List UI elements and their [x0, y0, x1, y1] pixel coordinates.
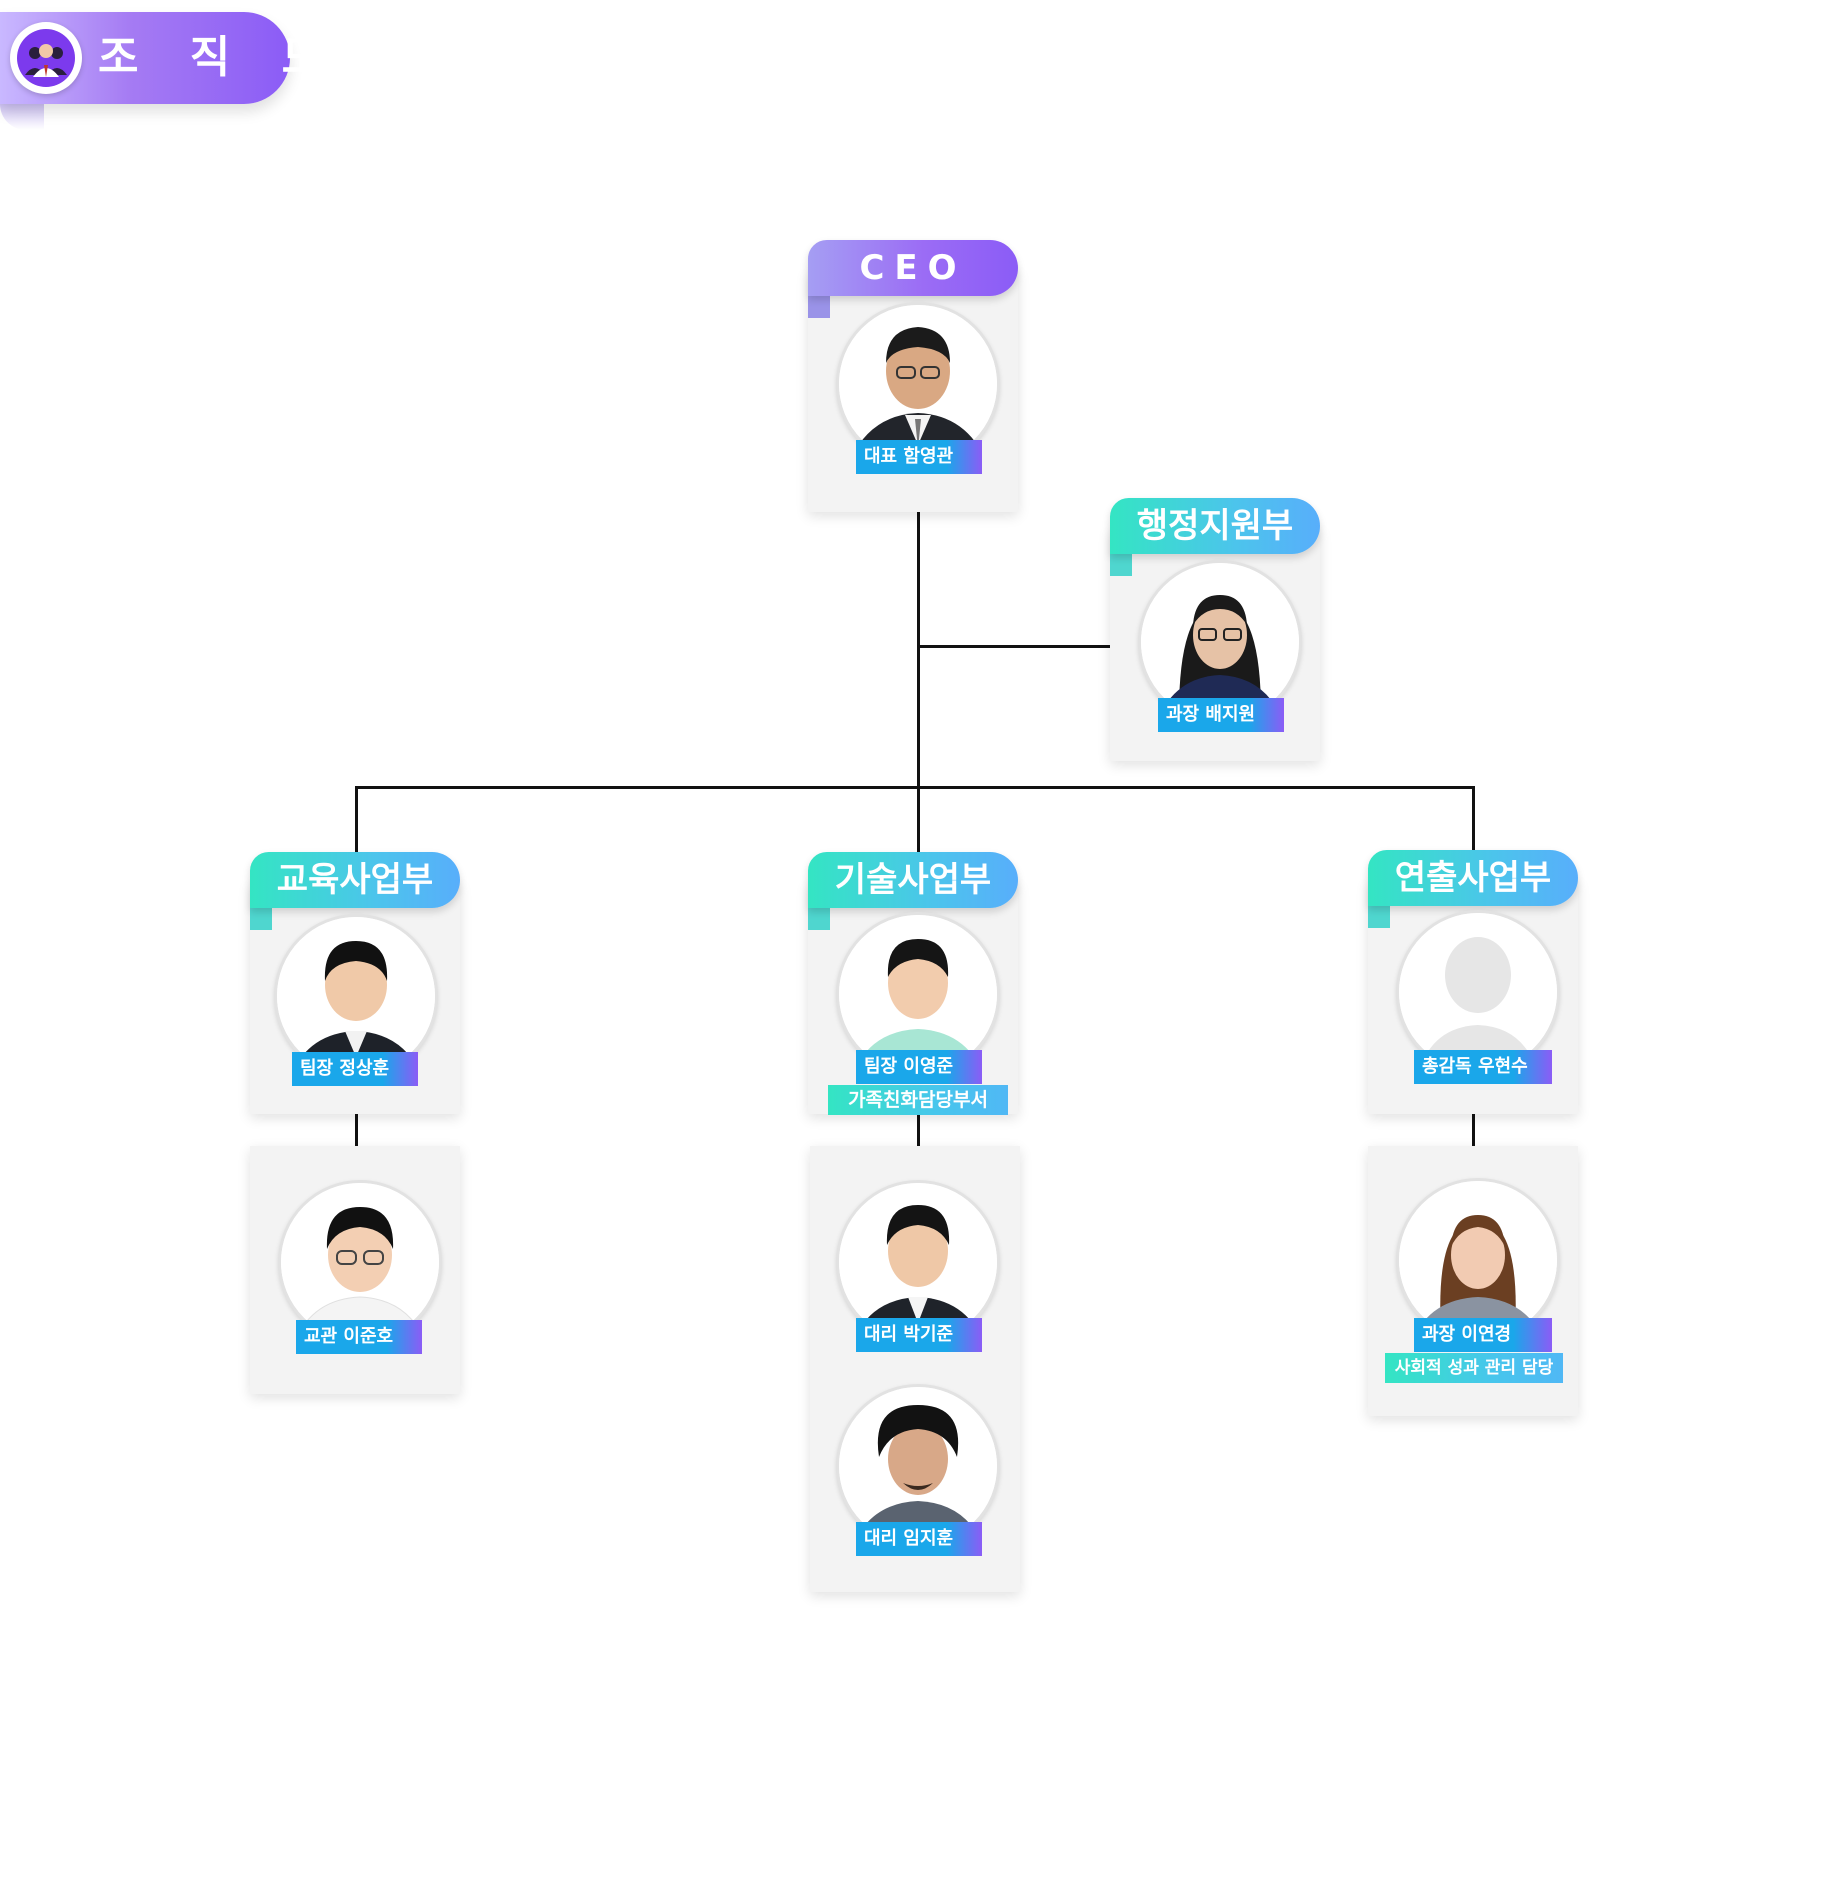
title-badge: 조 직 도: [0, 12, 322, 104]
ceo-photo: [836, 302, 1000, 466]
title-icon-frame: [10, 22, 82, 94]
page-title: 조 직 도: [98, 32, 341, 83]
ceo-tab-fold: [808, 296, 830, 318]
perf-tab-fold: [1368, 906, 1390, 928]
edu-tab-fold: [250, 908, 272, 930]
edu-name-label: 팀장 정상훈: [292, 1052, 418, 1086]
perf-sub-name-label: 과장 이연경: [1414, 1318, 1552, 1352]
tech-sub2-name-label: 대리 임지훈: [856, 1522, 982, 1556]
connector-admin-branch: [917, 645, 1110, 648]
edu-sub-photo: [278, 1180, 442, 1344]
connector-horizontal-bus: [355, 786, 1475, 789]
ceo-name-label: 대표 함영관: [856, 440, 982, 474]
connector-perf-drop: [1472, 786, 1475, 852]
tech-tab: 기술사업부: [808, 852, 1018, 908]
connector-edu-drop: [355, 786, 358, 852]
admin-photo: [1138, 560, 1302, 724]
admin-name-label: 과장 배지원: [1158, 698, 1284, 732]
connector-edu-sub: [355, 1114, 358, 1146]
edu-tab: 교육사업부: [250, 852, 460, 908]
perf-sub-role-label: 사회적 성과 관리 담당: [1385, 1353, 1563, 1383]
ceo-tab: CEO: [808, 240, 1018, 296]
admin-tab: 행정지원부: [1110, 498, 1320, 554]
perf-name-label: 총감독 우현수: [1414, 1050, 1552, 1084]
tech-name-label: 팀장 이영준: [856, 1050, 982, 1084]
connector-perf-sub: [1472, 1114, 1475, 1146]
tech-role-label: 가족친화담당부서: [828, 1085, 1008, 1115]
person-placeholder-icon: [1399, 913, 1557, 1071]
tech-sub1-name-label: 대리 박기준: [856, 1318, 982, 1352]
people-group-icon: [17, 29, 75, 87]
perf-photo: [1396, 910, 1560, 1074]
connector-tech-sub: [917, 1114, 920, 1146]
perf-sub-photo: [1396, 1178, 1560, 1342]
connector-ceo-trunk: [917, 512, 920, 852]
perf-tab: 연출사업부: [1368, 850, 1578, 906]
admin-tab-fold: [1110, 554, 1132, 576]
edu-sub-name-label: 교관 이준호: [296, 1320, 422, 1354]
title-badge-tail: [0, 104, 44, 130]
tech-tab-fold: [808, 908, 830, 930]
